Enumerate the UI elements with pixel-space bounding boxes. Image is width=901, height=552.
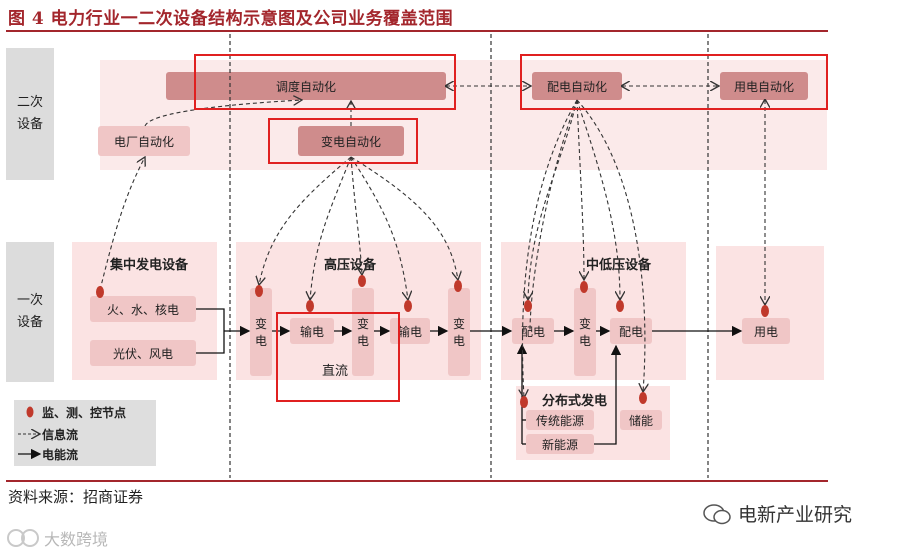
legend: 监、测、控节点 信息流 电能流: [14, 400, 156, 466]
new-energy-box: 新能源: [526, 434, 594, 454]
distributed-heading: 分布式发电: [542, 394, 608, 409]
legend-node-icon: [26, 406, 34, 418]
transformer-box-3: 变 电: [448, 288, 470, 376]
wechat-account-name: 电新产业研究: [738, 504, 853, 526]
legend-symbols: [18, 406, 42, 460]
consumption-automation-box: 用电自动化: [720, 72, 808, 100]
source-note: 资料来源：招商证券: [8, 488, 144, 506]
substation-automation-box: 变电自动化: [298, 126, 404, 156]
consumption-box: 用电: [742, 318, 790, 344]
transformer-box-1: 变 电: [250, 288, 272, 376]
transformer-box-2: 变 电: [352, 288, 374, 376]
brand-name: 大数跨境: [44, 530, 109, 549]
transmission-box-2: 输电: [390, 318, 430, 344]
distribution-automation-box: 配电自动化: [532, 72, 622, 100]
secondary-equipment-label: 二次 设备: [6, 48, 54, 180]
primary-equipment-label: 一次 设备: [6, 242, 54, 382]
coverage-frame-dispatch: [194, 54, 456, 110]
dc-label: 直流: [322, 364, 349, 379]
figure-title: 图 4 电力行业一二次设备结构示意图及公司业务覆盖范围: [8, 9, 454, 29]
wechat-icon: [703, 503, 731, 524]
dispatch-automation-box: 调度自动化: [166, 72, 446, 100]
coverage-frame-dc: [276, 312, 400, 402]
coverage-frame-distribution-consumption: [520, 54, 828, 110]
bottom-rule: [6, 480, 828, 482]
traditional-energy-box: 传统能源: [526, 410, 594, 430]
coverage-frame-substation: [268, 118, 418, 164]
power-flow-arrows: [196, 308, 743, 445]
legend-info-label: 信息流: [42, 428, 79, 442]
transformer-box-4: 变 电: [574, 288, 596, 376]
storage-box: 储能: [620, 410, 662, 430]
solar-wind-box: 光伏、风电: [90, 340, 196, 366]
wechat-watermark: 电新产业研究: [702, 500, 852, 527]
thermal-hydro-nuclear-box: 火、水、核电: [90, 296, 196, 322]
transmission-box: 输电: [290, 318, 334, 344]
plant-automation-box: 电厂自动化: [98, 126, 190, 156]
brand-logo-icon: [7, 529, 39, 547]
distribution-box-1: 配电: [512, 318, 554, 344]
title-rule: [6, 30, 828, 32]
legend-node-label: 监、测、控节点: [42, 406, 127, 420]
generation-heading: 集中发电设备: [110, 258, 189, 273]
legend-power-label: 电能流: [42, 448, 79, 462]
monitoring-nodes: [96, 275, 769, 408]
brand-watermark: 大数跨境: [6, 526, 108, 550]
consumption-panel: [716, 246, 824, 380]
info-flow-arrows: [99, 86, 765, 398]
